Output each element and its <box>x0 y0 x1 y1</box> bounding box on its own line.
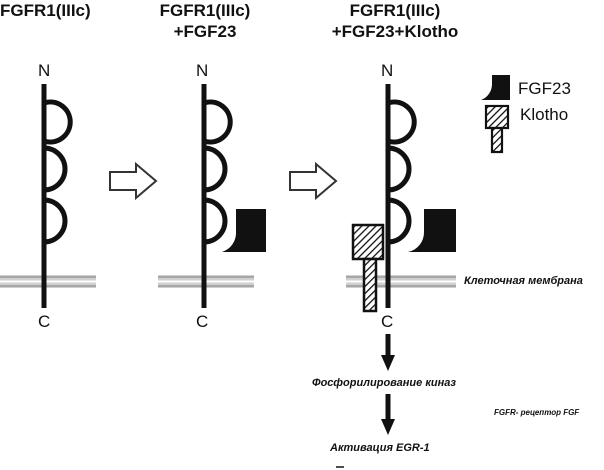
c-terminus-2: C <box>196 312 209 331</box>
column-2-title: FGFR1(IIIc) +FGF23 <box>130 0 280 42</box>
legend-fgf23-label: FGF23 <box>518 79 571 98</box>
fgf23-ligand-3 <box>408 209 456 252</box>
n-terminus-2: N <box>196 61 209 80</box>
step-arrow-2 <box>289 161 338 201</box>
receptor-3 <box>385 84 417 308</box>
column-3-title-line1: FGFR1(IIIc) <box>349 1 441 20</box>
column-3-title: FGFR1(IIIc) +FGF23+Klotho <box>300 0 490 42</box>
membrane-band-3 <box>346 275 456 288</box>
c-terminus-3: C <box>381 312 394 331</box>
c-terminus-1: C <box>38 312 51 331</box>
fgf23-ligand-2 <box>222 209 266 252</box>
signal-arrow-2 <box>381 394 395 435</box>
kinase-phosphorylation-label: Фосфорилирование киназ <box>312 377 456 389</box>
receptor-2 <box>201 84 233 308</box>
membrane-label: Клеточная мембрана <box>464 275 583 287</box>
membrane-band-1 <box>0 275 96 288</box>
legend-klotho-icon <box>484 104 510 154</box>
n-terminus-3: N <box>381 61 394 80</box>
column-2-title-line1: FGFR1(IIIc) <box>159 1 251 20</box>
column-2-title-line2: +FGF23 <box>173 22 237 41</box>
column-1-title-line1: FGFR1(IIIc) <box>0 1 91 20</box>
legend-fgf23-icon <box>481 75 510 100</box>
receptor-1 <box>41 84 73 308</box>
column-1-title: FGFR1(IIIc) <box>0 0 91 21</box>
n-terminus-1: N <box>38 61 51 80</box>
egr1-activation-label: Активация EGR-1 <box>330 442 430 454</box>
column-3-title-line2: +FGF23+Klotho <box>331 22 459 41</box>
signal-arrow-1 <box>381 334 395 371</box>
receptor-footnote: FGFR- рецептор FGF <box>494 408 580 417</box>
legend-klotho-label: Klotho <box>520 105 569 124</box>
step-arrow-1 <box>109 161 158 201</box>
klotho-molecule <box>351 223 385 313</box>
